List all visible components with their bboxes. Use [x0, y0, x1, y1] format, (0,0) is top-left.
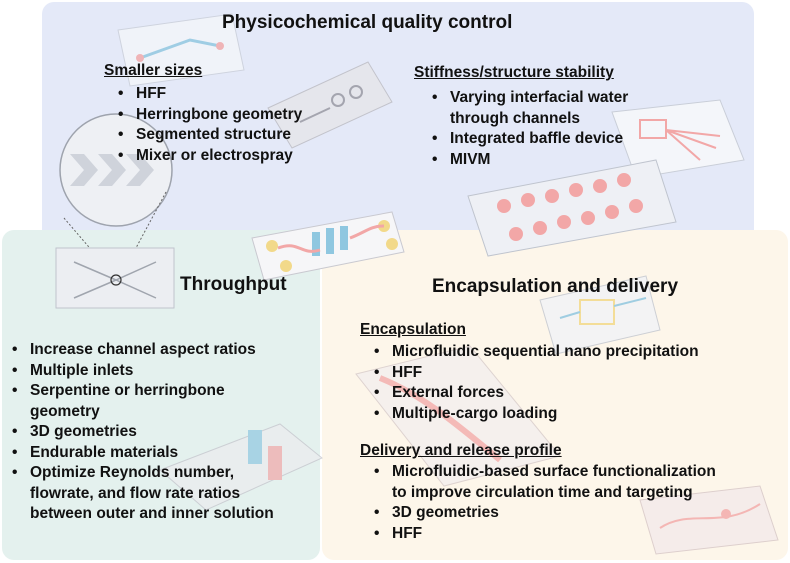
chip-illustration-colored: [251, 211, 405, 281]
list-item: Increase channel aspect ratios: [8, 340, 274, 361]
list-item: Microfluidic-based surface functionaliza…: [370, 462, 716, 483]
list-item: Microfluidic sequential nano precipitati…: [370, 342, 699, 363]
list-item-continuation: flowrate, and flow rate ratios: [30, 484, 241, 502]
list-item: Multiple inlets: [8, 361, 274, 382]
list-item: Endurable materials: [8, 443, 274, 464]
list-item: HFF: [370, 363, 699, 384]
chip-illustration-top-left: [117, 13, 245, 87]
chip-illustration-baffle: [611, 99, 745, 179]
list-item: Segmented structure: [114, 125, 302, 146]
list-item: Mixer or electrospray: [114, 146, 302, 167]
list-item: MIVM: [428, 150, 628, 171]
list-item: HFF: [114, 84, 302, 105]
throughput-title: Throughput: [180, 274, 287, 295]
chip-illustration-mivm: [467, 159, 677, 257]
list-item: Herringbone geometry: [114, 105, 302, 126]
encapsulation-heading: Encapsulation: [360, 321, 466, 338]
smaller-sizes-heading: Smaller sizes: [104, 62, 203, 79]
list-item: External forces: [370, 383, 699, 404]
list-item-continuation: geometry: [30, 402, 100, 420]
list-item-continuation: to improve circulation time and targetin…: [392, 483, 693, 501]
list-item-continuation: through channels: [450, 109, 581, 127]
list-item: 3D geometries: [8, 422, 274, 443]
smaller-sizes-list: HFF Herringbone geometry Segmented struc…: [114, 84, 302, 166]
list-item: Serpentine or herringbone: [8, 381, 274, 402]
stiffness-list: Varying interfacial water through channe…: [428, 88, 628, 170]
list-item: 3D geometries: [370, 503, 716, 524]
encapsulation-delivery-title: Encapsulation and delivery: [432, 276, 679, 297]
physicochemical-title: Physicochemical quality control: [222, 12, 513, 33]
delivery-heading: Delivery and release profile: [360, 442, 562, 459]
list-item: HFF: [370, 524, 716, 545]
list-item-continuation: between outer and inner solution: [30, 505, 274, 522]
throughput-list: Increase channel aspect ratios Multiple …: [8, 340, 274, 525]
stiffness-heading: Stiffness/structure stability: [414, 64, 614, 81]
delivery-list: Microfluidic-based surface functionaliza…: [370, 462, 716, 544]
chip-illustration-throughput: [55, 247, 175, 309]
list-item: Optimize Reynolds number,: [8, 463, 274, 484]
encapsulation-list: Microfluidic sequential nano precipitati…: [370, 342, 699, 424]
list-item: Varying interfacial water: [428, 88, 628, 109]
list-item: Multiple-cargo loading: [370, 404, 699, 425]
chip-illustration-encapsulation: [539, 275, 661, 355]
list-item: Integrated baffle device: [428, 129, 628, 150]
